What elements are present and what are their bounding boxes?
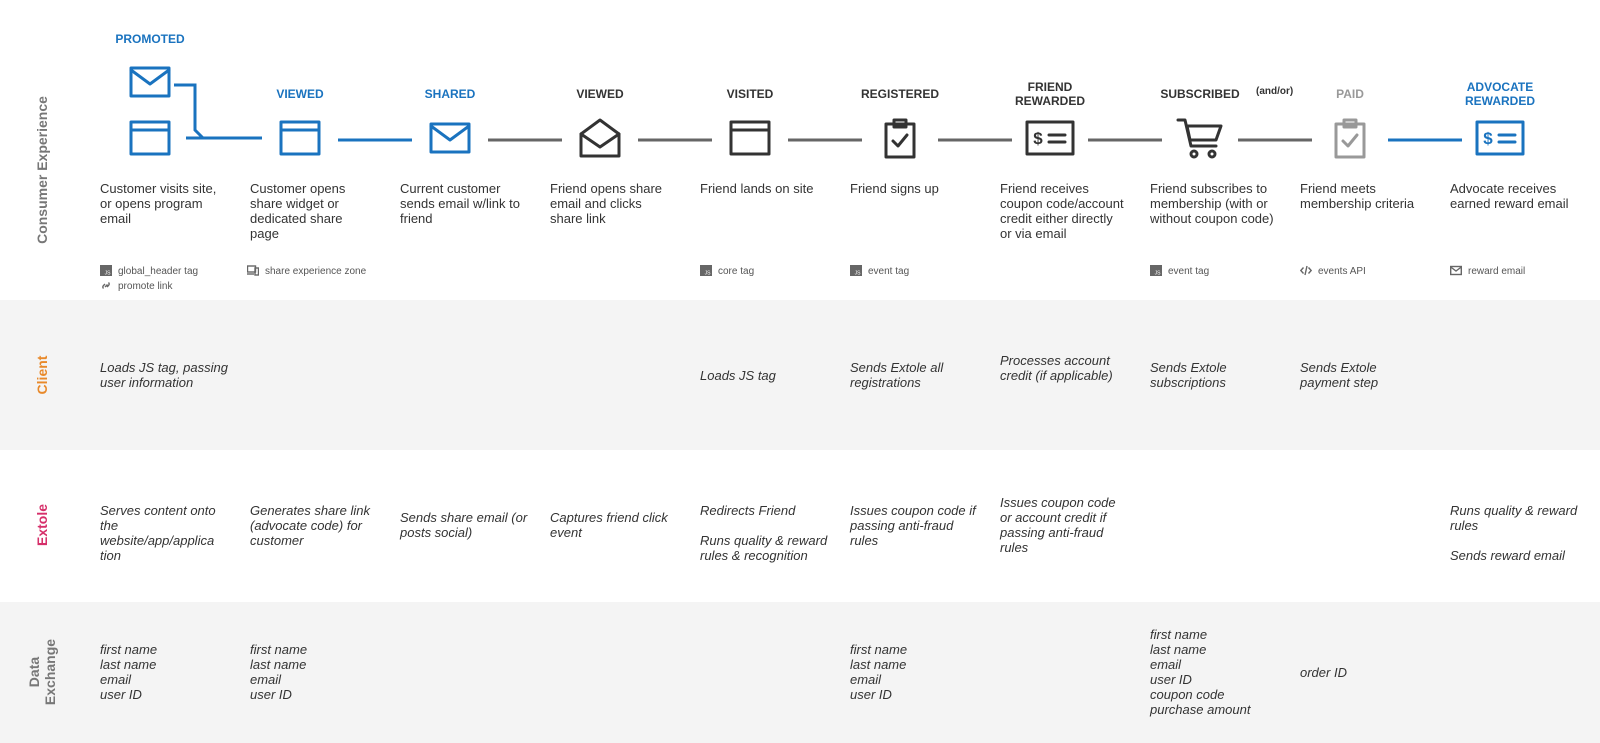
svg-text:JS: JS: [105, 271, 112, 277]
stage-description: Friend subscribes to membership (with or…: [1150, 181, 1274, 226]
stage-label: VIEWED: [576, 87, 624, 101]
integration-tag: promote link: [100, 280, 172, 294]
svg-text:JS: JS: [855, 271, 862, 277]
integration-tag: JS global_header tag: [100, 265, 198, 279]
open-envelope-icon: [578, 117, 622, 164]
client-cell: Loads JS tag: [700, 368, 776, 383]
client-cell: Sends Extole all registrations: [850, 360, 944, 390]
shopping-cart-icon: [1176, 116, 1224, 165]
envelope-icon: [429, 122, 471, 159]
data-exchange-band: [0, 602, 1600, 743]
data-cell: first name last name email user ID: [250, 642, 308, 702]
row-label-client: Client: [34, 355, 50, 395]
integration-tag: events API: [1300, 265, 1366, 279]
client-cell: Sends Extole subscriptions: [1150, 360, 1227, 390]
integration-tag-text: events API: [1318, 266, 1366, 277]
extole-cell: Runs quality & reward rules Sends reward…: [1450, 503, 1578, 563]
row-label-consumer-experience: Consumer Experience: [34, 96, 50, 244]
link-icon: [100, 281, 118, 292]
data-cell: order ID: [1300, 665, 1347, 680]
stage-description: Advocate receives earned reward email: [1450, 181, 1569, 211]
stage-connectors: [174, 83, 1462, 142]
extole-cell: Serves content onto the website/app/appl…: [100, 503, 216, 563]
stage-label: SHARED: [424, 87, 476, 101]
clipboard-check-icon: [1334, 117, 1366, 164]
integration-tag: share experience zone: [247, 265, 366, 279]
extole-cell: Issues coupon code if passing anti-fraud…: [850, 503, 976, 548]
integration-tag-text: promote link: [118, 281, 173, 292]
integration-tag-text: global_header tag: [118, 266, 199, 277]
browser-window-icon: [729, 120, 771, 161]
svg-text:$: $: [1483, 129, 1493, 148]
stage-label: ADVOCATE REWARDED: [1464, 80, 1535, 108]
extole-cell: Issues coupon code or account credit if …: [1000, 495, 1116, 555]
stage-label: VIEWED: [276, 87, 324, 101]
svg-text:JS: JS: [705, 271, 712, 277]
stage-description: Friend opens share email and clicks shar…: [550, 181, 663, 226]
client-cell: Sends Extole payment step: [1300, 360, 1379, 390]
js-icon: JS: [100, 265, 118, 277]
integration-tag-text: core tag: [718, 266, 755, 277]
and-or-note: (and/or): [1256, 86, 1294, 97]
extole-cell: Redirects Friend Runs quality & reward r…: [700, 503, 828, 563]
stage-label: PAID: [1336, 87, 1364, 101]
svg-text:JS: JS: [1155, 271, 1162, 277]
data-cell: first name last name email user ID: [850, 642, 908, 702]
stage-description: Current customer sends email w/link to f…: [400, 181, 520, 226]
integration-tag-text: share experience zone: [265, 266, 367, 277]
stage-label: SUBSCRIBED: [1160, 87, 1240, 101]
stage-description: Friend receives coupon code/account cred…: [1000, 181, 1124, 241]
devices-icon: [247, 265, 265, 277]
client-band: [0, 300, 1600, 450]
stage-label: PROMOTED: [115, 32, 185, 46]
integration-tag: reward email: [1450, 265, 1525, 279]
browser-window-icon: [279, 120, 321, 161]
extole-cell: Generates share link (advocate code) for…: [250, 503, 370, 548]
reward-card-icon: $: [1475, 120, 1525, 161]
data-cell: first name last name email user ID: [100, 642, 158, 702]
code-icon: [1300, 265, 1318, 277]
clipboard-check-icon: [884, 117, 916, 164]
integration-tag: JS event tag: [1150, 265, 1209, 279]
row-label-extole: Extole: [34, 503, 50, 547]
stage-description: Customer opens share widget or dedicated…: [250, 181, 346, 241]
integration-tag-text: event tag: [1168, 266, 1210, 277]
reward-card-icon: $: [1025, 120, 1075, 161]
stage-description: Friend meets membership criteria: [1300, 181, 1415, 211]
client-cell: Loads JS tag, passing user information: [100, 360, 228, 390]
js-icon: JS: [700, 265, 718, 277]
integration-tag-text: event tag: [868, 266, 910, 277]
js-icon: JS: [1150, 265, 1168, 277]
browser-window-icon: [129, 120, 171, 161]
svg-text:$: $: [1033, 129, 1043, 148]
row-label-data-exchange: Data Exchange: [26, 638, 58, 706]
integration-tag-text: reward email: [1468, 266, 1526, 277]
client-cell: Processes account credit (if applicable): [1000, 353, 1113, 383]
integration-tag: JS core tag: [700, 265, 754, 279]
extole-cell: Captures friend click event: [550, 510, 668, 540]
data-cell: first name last name email user ID coupo…: [1150, 627, 1251, 717]
integration-tag: JS event tag: [850, 265, 909, 279]
mail-icon: [1450, 265, 1468, 277]
stage-description: Customer visits site, or opens program e…: [100, 181, 217, 226]
extole-cell: Sends share email (or posts social): [400, 510, 528, 540]
promoted-bracket: [174, 83, 205, 140]
stage-label: VISITED: [726, 87, 774, 101]
stage-label: REGISTERED: [860, 87, 939, 101]
stage-label: FRIEND REWARDED: [1014, 80, 1085, 108]
js-icon: JS: [850, 265, 868, 277]
envelope-icon: [129, 66, 171, 103]
stage-description: Friend lands on site: [700, 181, 814, 196]
stage-description: Friend signs up: [850, 181, 939, 196]
